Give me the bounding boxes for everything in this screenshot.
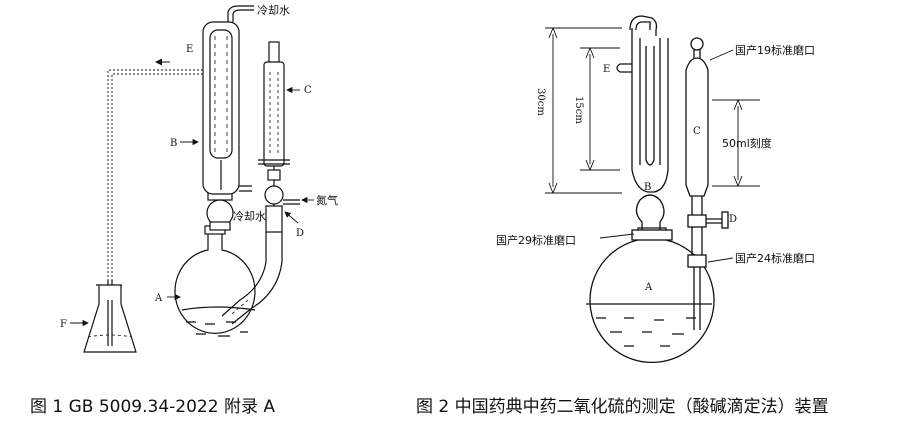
fig2-condenser xyxy=(616,15,669,193)
fig1-label-b: B xyxy=(170,138,177,149)
fig2-flask-a xyxy=(586,227,715,364)
fig1-label-e: E xyxy=(186,44,193,55)
fig2-label-30cm: 30cm xyxy=(535,88,546,116)
fig1-label-a: A xyxy=(154,293,163,304)
fig1-label-cooling-water-bottom: 冷却水 xyxy=(233,210,266,223)
fig2-label-graduation: 50ml刻度 xyxy=(722,136,772,150)
fig2-label-joint-19: 国产19标准磨口 xyxy=(735,43,815,57)
fig2-label-a: A xyxy=(644,282,653,293)
fig1-label-c: C xyxy=(304,85,312,96)
figure2-caption: 图 2 中国药典中药二氧化硫的测定（酸碱滴定法）装置 xyxy=(416,397,829,417)
fig2-label-c: C xyxy=(693,126,701,137)
fig1-neck-bulb xyxy=(206,191,234,231)
fig1-funnel-c xyxy=(221,41,300,325)
fig2-label-d: D xyxy=(729,214,737,225)
fig1-label-f: F xyxy=(60,319,67,330)
fig2-burette-c xyxy=(685,37,729,330)
fig1-label-d: D xyxy=(296,228,304,239)
fig2-label-pointers xyxy=(599,49,734,263)
fig2-neck-bulb xyxy=(635,194,665,230)
fig2-dimension-lines xyxy=(545,27,760,194)
fig1-label-nitrogen: 氮气 xyxy=(316,193,338,207)
fig2-label-b: B xyxy=(644,182,651,193)
fig2-label-joint-24: 国产24标准磨口 xyxy=(735,251,815,265)
fig2-label-15cm: 15cm xyxy=(573,96,584,124)
figure1-caption: 图 1 GB 5009.34-2022 附录 A xyxy=(30,397,275,417)
fig2-label-e: E xyxy=(603,64,610,75)
fig1-condenser-b xyxy=(202,5,254,195)
fig1-flask-a xyxy=(174,225,256,337)
figure2-apparatus xyxy=(545,15,760,364)
fig2-label-joint-29: 国产29标准磨口 xyxy=(496,233,576,247)
fig1-label-pointers xyxy=(70,86,314,327)
fig1-beaker-f xyxy=(83,284,137,353)
fig1-label-cooling-water-top: 冷却水 xyxy=(257,4,290,17)
figure1-apparatus xyxy=(70,5,314,353)
